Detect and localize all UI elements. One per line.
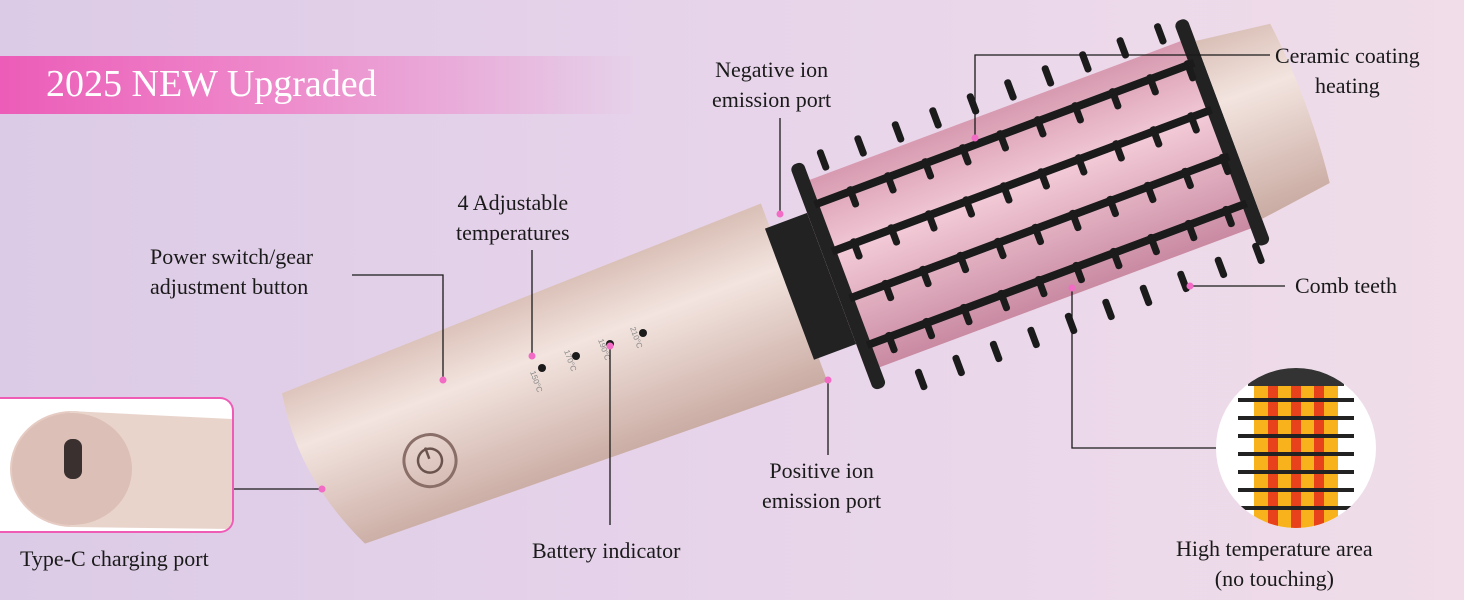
barrel-ring-right	[1175, 19, 1270, 246]
comb-tooth	[846, 186, 860, 208]
comb-tooth	[1027, 326, 1040, 349]
comb-tooth	[854, 135, 867, 157]
comb-tooth	[1102, 298, 1115, 321]
comb-tooth	[1106, 195, 1119, 218]
bristle-bar	[848, 152, 1231, 303]
bristle-bar	[813, 59, 1196, 209]
comb-tooth	[921, 158, 935, 180]
comb-tooth	[1252, 242, 1265, 265]
comb-tooth	[1079, 51, 1092, 73]
comb-tooth	[1177, 270, 1190, 293]
comb-tooth	[1033, 116, 1047, 138]
comb-tooth	[884, 172, 897, 194]
comb-teeth	[813, 23, 1265, 391]
comb-tooth	[922, 317, 936, 340]
high-temperature-closeup	[1216, 368, 1376, 528]
comb-tooth	[914, 368, 928, 391]
comb-tooth	[1004, 79, 1017, 101]
comb-tooth	[1139, 284, 1153, 307]
comb-tooth	[919, 265, 932, 288]
comb-tooth	[885, 331, 898, 354]
comb-tooth	[1064, 312, 1078, 335]
promo-banner: 2025 NEW Upgraded	[0, 56, 640, 114]
comb-tooth	[1071, 102, 1084, 124]
comb-tooth	[1149, 126, 1163, 148]
comb-tooth	[989, 340, 1003, 363]
leader-lines	[232, 54, 1285, 525]
usb-c-port-icon	[64, 439, 82, 479]
neck-ring	[764, 212, 857, 360]
comb-tooth	[1037, 168, 1050, 190]
comb-tooth	[952, 354, 965, 377]
comb-tooth	[891, 121, 905, 143]
power-switch-label: Power switch/gear adjustment button	[150, 244, 314, 299]
handle-body	[282, 203, 828, 544]
power-button-icon	[402, 433, 458, 489]
comb-tooth	[929, 107, 942, 129]
comb-tooth	[956, 251, 970, 274]
comb-tooth	[1154, 23, 1167, 45]
comb-tooth	[1181, 167, 1194, 190]
comb-tooth	[887, 224, 901, 246]
comb-tooth	[1074, 154, 1088, 176]
comb-tooth	[1034, 275, 1048, 298]
high-temperature-label: High temperature area (no touching)	[1176, 536, 1373, 591]
comb-tooth	[997, 289, 1011, 312]
comb-tooth	[1116, 37, 1130, 59]
comb-teeth-label: Comb teeth	[1295, 273, 1398, 298]
adjustable-temperatures-label: 4 Adjustable temperatures	[456, 190, 570, 245]
type-c-port-closeup	[0, 397, 234, 533]
comb-tooth	[816, 149, 830, 171]
comb-tooth	[1147, 233, 1160, 256]
comb-tooth	[1112, 140, 1125, 162]
battery-indicator-label: Battery indicator	[532, 538, 681, 563]
comb-tooth	[1108, 88, 1122, 110]
ceramic-coating-label: Ceramic coating heating	[1275, 43, 1420, 98]
comb-tooth	[925, 210, 938, 232]
hair-brush-device	[282, 19, 1330, 544]
banner-title: 2025 NEW Upgraded	[46, 63, 377, 105]
comb-tooth	[1143, 181, 1157, 204]
comb-tooth	[1187, 112, 1200, 134]
comb-tooth	[966, 93, 980, 115]
comb-tooth	[1218, 153, 1232, 176]
barrel-ring-left	[791, 162, 886, 390]
heating-barrel	[796, 37, 1261, 373]
comb-tooth	[1184, 219, 1198, 242]
comb-tooth	[996, 130, 1010, 152]
comb-tooth	[1109, 247, 1123, 270]
comb-tooth	[1214, 256, 1228, 279]
comb-tooth	[1222, 205, 1235, 228]
comb-tooth	[1031, 223, 1045, 246]
comb-tooth	[850, 238, 863, 260]
comb-tooth	[881, 279, 895, 302]
comb-tooth	[1146, 74, 1159, 96]
comb-tooth	[999, 182, 1013, 204]
comb-tooth	[962, 196, 976, 218]
barrel-cap	[1195, 23, 1330, 219]
negative-ion-label: Negative ion emission port	[712, 57, 832, 112]
comb-tooth	[1072, 261, 1085, 284]
type-c-label: Type-C charging port	[20, 546, 209, 571]
comb-tooth	[960, 303, 973, 326]
comb-tooth	[959, 144, 972, 166]
comb-tooth	[1183, 60, 1197, 82]
comb-tooth	[1041, 65, 1055, 87]
positive-ion-label: Positive ion emission port	[762, 458, 882, 513]
comb-tooth	[994, 237, 1007, 260]
callout-dots	[318, 134, 1194, 493]
comb-tooth	[1068, 209, 1082, 232]
